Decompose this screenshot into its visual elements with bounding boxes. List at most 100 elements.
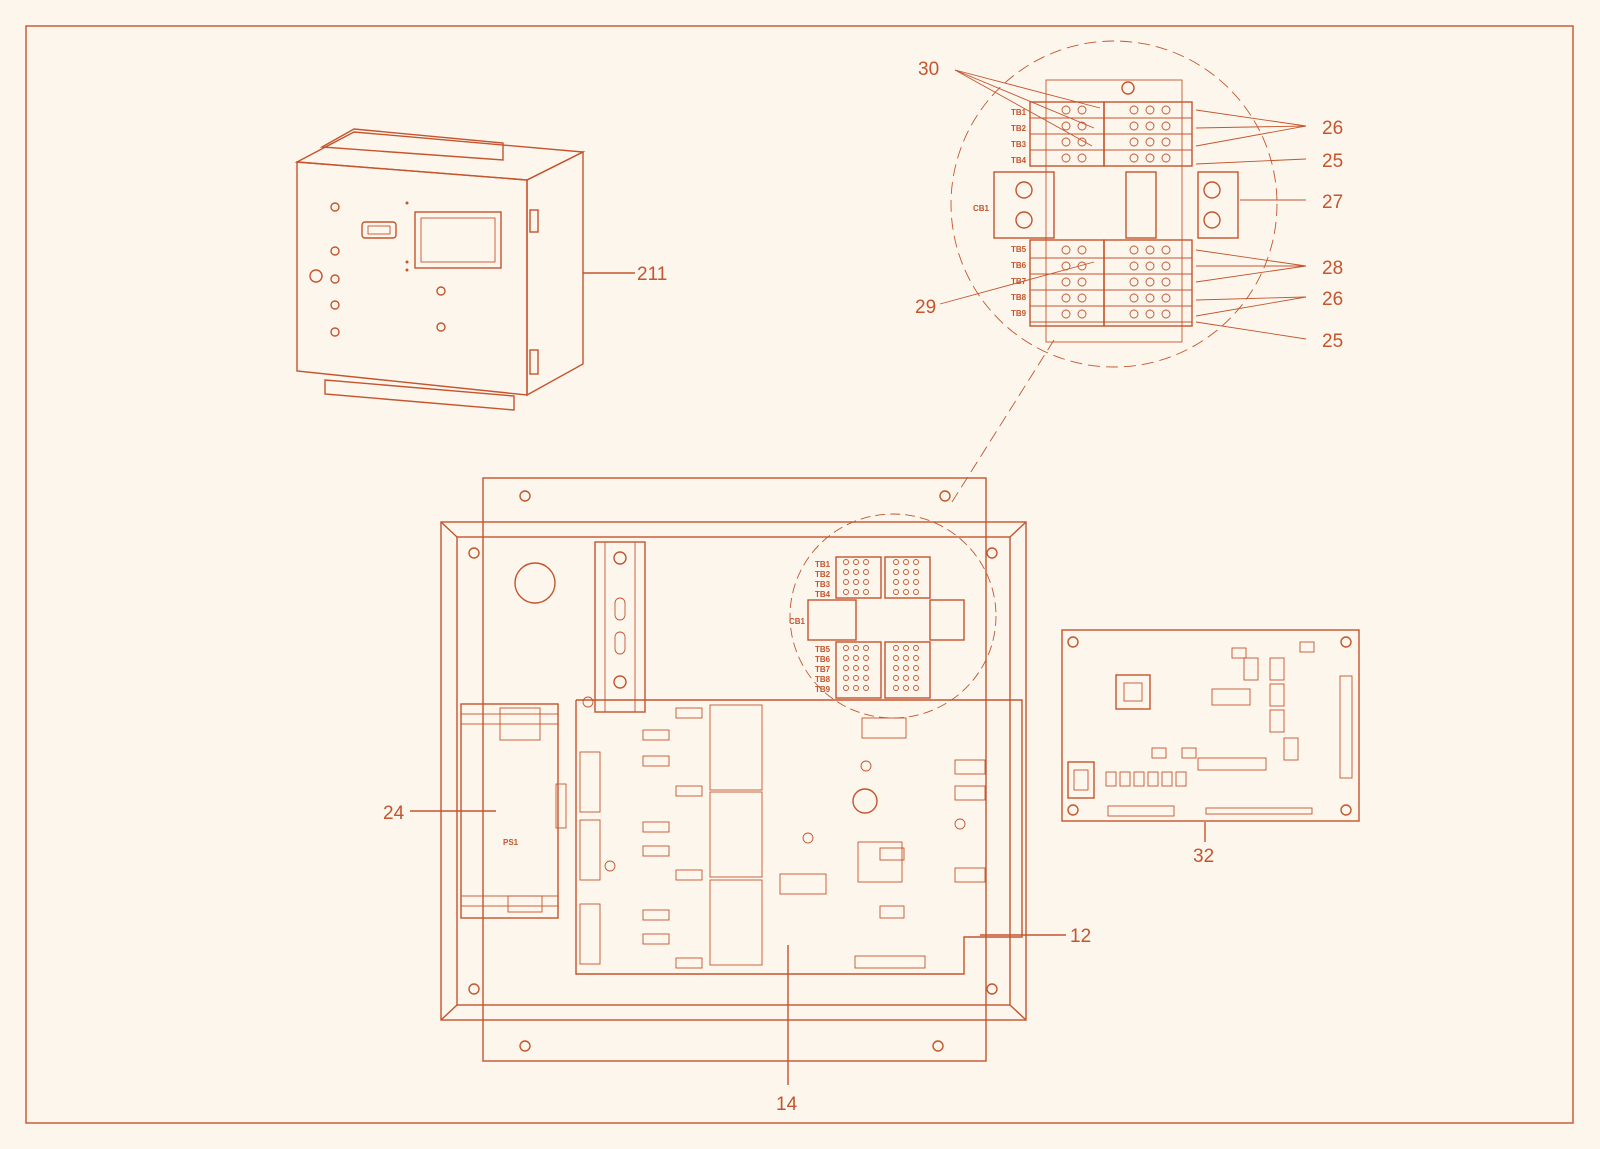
svg-text:TB9: TB9: [815, 685, 831, 694]
callout-24: 24: [383, 803, 405, 824]
fuse: [675, 707, 703, 719]
terminal-screw: [1145, 309, 1155, 319]
connector-block: [579, 751, 601, 813]
label-tb4: TB4: [1011, 156, 1027, 165]
svg-text:TB6: TB6: [815, 655, 831, 664]
terminal-screw: [863, 589, 869, 595]
led: [1105, 771, 1117, 787]
terminal-screw: [1061, 245, 1071, 255]
terminal-screw: [1161, 121, 1171, 131]
terminal-screw: [903, 665, 909, 671]
terminal-screw: [843, 655, 849, 661]
terminal-screw: [1145, 293, 1155, 303]
svg-text:TB7: TB7: [815, 665, 831, 674]
mount-screw: [802, 832, 814, 844]
terminal-screw: [1145, 277, 1155, 287]
mount-screw: [604, 860, 616, 872]
terminal-screw: [1077, 153, 1087, 163]
terminal-screw: [903, 569, 909, 575]
fuse-holder: [954, 785, 986, 801]
terminal-screw: [893, 569, 899, 575]
ps1-label: PS1: [503, 838, 519, 847]
terminal-screw: [1145, 245, 1155, 255]
terminal-screw: [853, 559, 859, 565]
ic-chip: [1283, 737, 1299, 761]
terminal-screw: [1145, 261, 1155, 271]
callout-25-top: 25: [1322, 151, 1343, 172]
terminal-screw: [1129, 105, 1139, 115]
terminal-screw: [913, 685, 919, 691]
terminal-screw: [843, 559, 849, 565]
terminal-screw: [903, 655, 909, 661]
svg-text:TB3: TB3: [815, 580, 831, 589]
terminal-screw: [903, 589, 909, 595]
fuse: [675, 869, 703, 881]
terminal-screw: [913, 559, 919, 565]
terminal-screw: [843, 645, 849, 651]
label-tb6: TB6: [1011, 261, 1027, 270]
terminal-screw: [913, 655, 919, 661]
terminal-screw: [1061, 137, 1071, 147]
terminal-screw: [1061, 121, 1071, 131]
terminal-screw: [1077, 137, 1087, 147]
ic-chip: [1269, 709, 1285, 733]
terminal-screw: [893, 665, 899, 671]
terminal-screw: [913, 645, 919, 651]
enclosure-interior: PS1 24 TB1 TB2 TB3 TB4 CB1 TB5 TB6 TB7 T…: [383, 477, 1091, 1115]
terminal-screw: [853, 569, 859, 575]
terminal-screw: [863, 655, 869, 661]
fuse: [675, 957, 703, 969]
terminal-screw: [863, 559, 869, 565]
terminal-screw: [1129, 309, 1139, 319]
terminal-screw: [1161, 153, 1171, 163]
terminal-screw: [1129, 245, 1139, 255]
terminal-screw: [1161, 277, 1171, 287]
label-tb7: TB7: [1011, 277, 1027, 286]
led: [1175, 771, 1187, 787]
led: [1133, 771, 1145, 787]
terminal-screw: [863, 579, 869, 585]
fuse: [642, 909, 670, 921]
small-part: [1151, 747, 1167, 759]
terminal-screw: [1077, 245, 1087, 255]
label-tb5: TB5: [1011, 245, 1027, 254]
mount-screw: [860, 760, 872, 772]
terminal-screw: [1161, 293, 1171, 303]
svg-text:TB5: TB5: [815, 645, 831, 654]
terminal-screw: [893, 589, 899, 595]
enclosure-exterior: 211: [294, 128, 667, 411]
callout-14: 14: [776, 1094, 798, 1115]
terminal-screw: [853, 645, 859, 651]
terminal-screw: [1161, 137, 1171, 147]
ic-chip: [1243, 657, 1259, 681]
terminal-screw: [853, 589, 859, 595]
terminal-screw: [853, 675, 859, 681]
terminal-screw: [903, 675, 909, 681]
terminal-screw: [853, 665, 859, 671]
terminal-screw: [913, 579, 919, 585]
fuse: [642, 845, 670, 857]
fuse-holder: [954, 759, 986, 775]
callout-25-bottom: 25: [1322, 331, 1343, 352]
terminal-screw: [863, 569, 869, 575]
fuse: [642, 755, 670, 767]
terminal-screw: [893, 685, 899, 691]
terminal-screw: [903, 579, 909, 585]
terminal-screw: [1129, 137, 1139, 147]
terminal-screw: [1077, 121, 1087, 131]
terminal-screw: [863, 675, 869, 681]
terminal-screw: [863, 685, 869, 691]
terminal-screw: [1061, 309, 1071, 319]
label-tb8: TB8: [1011, 293, 1027, 302]
callout-12: 12: [1070, 926, 1091, 947]
terminal-screw: [843, 675, 849, 681]
terminal-screw: [853, 685, 859, 691]
terminal-screw: [863, 645, 869, 651]
small-part: [1231, 647, 1247, 659]
controller-board: 32: [1061, 629, 1360, 867]
label-tb1: TB1: [1011, 108, 1027, 117]
ic-chip: [1269, 657, 1285, 681]
terminal-screw: [1145, 137, 1155, 147]
svg-text:CB1: CB1: [789, 617, 806, 626]
